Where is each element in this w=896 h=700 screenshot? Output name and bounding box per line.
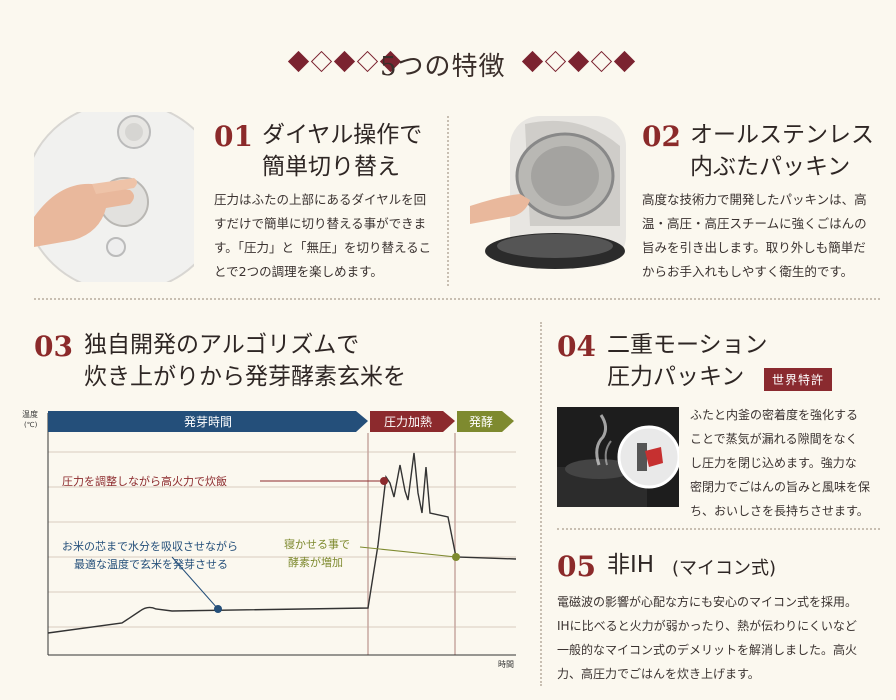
- feature-02-title-line1: オールステンレス: [690, 122, 874, 148]
- chart-gridlines: [48, 451, 516, 628]
- body-line: 高度な技術力で開発したパッキンは、高: [642, 192, 867, 207]
- annotation-rest-line2: 酵素が増加: [288, 555, 343, 569]
- body-line: す。「圧力」と「無圧」を切り替えるこ: [214, 240, 432, 255]
- annotation-dot: [452, 553, 460, 561]
- y-axis-label: 温度: [22, 409, 38, 419]
- feature-03-title-line1: 独自開発のアルゴリズムで: [84, 332, 360, 358]
- feature-02-title-line2: 内ぶたパッキン: [690, 154, 851, 180]
- dial-photo: [34, 112, 194, 282]
- feature-04-number: 04: [557, 330, 596, 363]
- divider-vertical: [540, 322, 542, 686]
- phase-bar-pressure: 圧力加熱: [370, 411, 455, 432]
- annotation-high-heat: 圧力を調整しながら高火力で炊飯: [62, 474, 227, 488]
- right-diamond-ornament: [521, 50, 636, 73]
- body-line: IHに比べると火力が弱かったり、熱が伝わりにくいなど: [557, 619, 857, 633]
- annotation-leader: [359, 546, 457, 558]
- page-title: 5つの特徴: [380, 52, 506, 82]
- temperature-curve: [47, 452, 517, 634]
- phase-bar-fermentation: 発酵: [457, 411, 514, 432]
- annotation-rest-line1: 寝かせる事で: [284, 537, 350, 551]
- annotation-dot: [214, 605, 222, 613]
- feature-01-title-line2: 簡単切り替え: [262, 154, 400, 180]
- feature-04-body: ふたと内釜の密着度を強化する ことで蒸気が漏れる隙間をなく し圧力を閉じ込めます…: [690, 403, 890, 523]
- phase-bar-germination: 発芽時間: [48, 411, 368, 432]
- feature-05-title: 非IH: [607, 552, 655, 578]
- lid-packing-photo: [470, 116, 626, 278]
- body-line: すだけで簡単に切り替える事ができま: [214, 216, 427, 231]
- feature-01-title-line1: ダイヤル操作で: [262, 122, 423, 148]
- body-line: 旨みを引き出します。取り外しも簡単だ: [642, 240, 866, 255]
- body-line: し圧力を閉じ込めます。強力な: [690, 456, 857, 470]
- divider-horizontal: [557, 528, 880, 530]
- body-line: 密閉力でごはんの旨みと風味を保: [690, 480, 871, 494]
- body-line: ことで蒸気が漏れる隙間をなく: [690, 432, 858, 446]
- body-line: ふたと内釜の密着度を強化する: [690, 408, 859, 422]
- divider-horizontal: [34, 298, 880, 300]
- body-line: ち、おいしさを長持ちさせます。: [690, 504, 869, 518]
- world-patent-badge: 世界特許: [764, 368, 833, 391]
- feature-02-body: 高度な技術力で開発したパッキンは、高 温・高圧・高圧スチームに強くごはんの 旨み…: [642, 188, 882, 284]
- temperature-chart: 温度 (℃) 発芽時間 圧力加熱 発酵 圧力を調整しながら高火力で炊飯 お米の芯…: [22, 409, 517, 669]
- annotation-germination-line1: お米の芯まで水分を吸収させながら: [62, 539, 238, 553]
- feature-05-number: 05: [557, 550, 596, 583]
- feature-05-title-suffix: (マイコン式): [672, 558, 777, 579]
- phase-label-fermentation: 発酵: [469, 415, 493, 429]
- body-line: 力、高圧力でごはんを炊き上げます。: [557, 667, 760, 681]
- feature-04-title-line2: 圧力パッキン: [607, 364, 745, 390]
- body-line: 電磁波の影響が心配な方にも安心のマイコン式を採用。: [557, 595, 858, 609]
- annotation-germination-line2: 最適な温度で玄米を発芽させる: [74, 557, 228, 571]
- feature-03-number: 03: [34, 330, 73, 363]
- body-line: 圧力はふたの上部にあるダイヤルを回: [214, 192, 427, 207]
- body-line: 一般的なマイコン式のデメリットを解消しました。高火: [557, 643, 858, 657]
- annotation-leader: [171, 556, 219, 610]
- phase-label-pressure: 圧力加熱: [384, 415, 432, 429]
- x-axis-label: 時間: [498, 660, 514, 669]
- body-line: 温・高圧・高圧スチームに強くごはんの: [642, 216, 867, 231]
- body-line: とで2つの調理を楽しめます。: [214, 264, 383, 279]
- y-axis-unit: (℃): [24, 421, 38, 429]
- divider-vertical: [447, 116, 449, 286]
- steam-seal-photo: [557, 407, 679, 507]
- feature-02-number: 02: [642, 120, 681, 153]
- phase-label-germination: 発芽時間: [184, 415, 232, 429]
- body-line: からお手入れもしやすく衛生的です。: [642, 264, 854, 279]
- feature-05-body: 電磁波の影響が心配な方にも安心のマイコン式を採用。 IHに比べると火力が弱かった…: [557, 590, 892, 686]
- feature-01-body: 圧力はふたの上部にあるダイヤルを回 すだけで簡単に切り替える事ができま す。「圧…: [214, 188, 444, 284]
- feature-03-title-line2: 炊き上がりから発芽酵素玄米を: [84, 364, 406, 390]
- feature-04-title-line1: 二重モーション: [607, 332, 768, 358]
- feature-01-number: 01: [214, 120, 253, 153]
- section-header: 5つの特徴: [0, 44, 896, 84]
- annotation-dot: [380, 477, 388, 485]
